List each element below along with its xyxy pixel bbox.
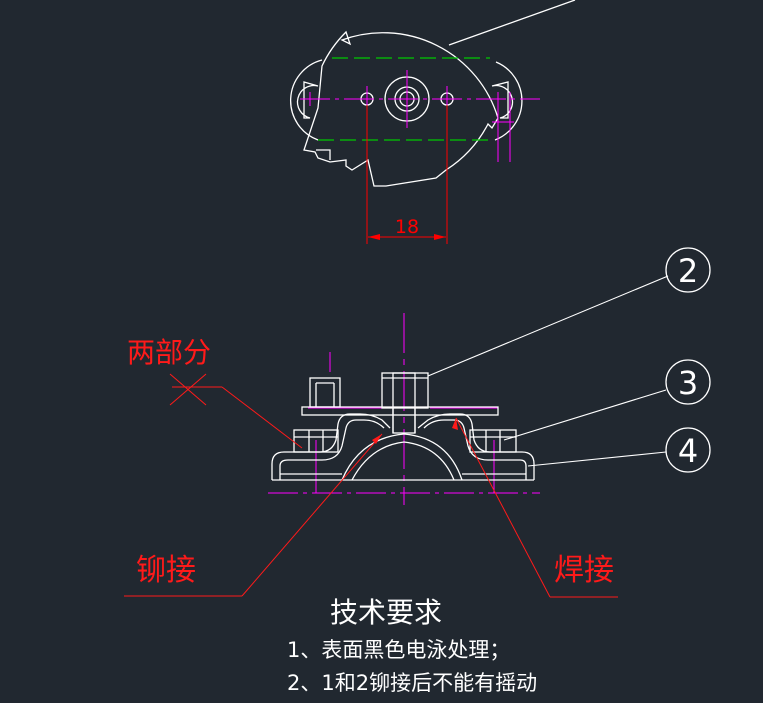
- annotation-arrows: [372, 418, 458, 444]
- arch-bracket-outer: [271, 413, 535, 480]
- balloon-3-label: 3: [678, 364, 698, 402]
- dimension-18: [366, 105, 448, 244]
- requirements-item-1: 1、表面黑色电泳处理；: [287, 638, 510, 662]
- left-ear-slot: [296, 81, 319, 119]
- hidden-lines: [318, 57, 492, 141]
- left-top-block: [309, 377, 341, 408]
- round-plate-outline: [303, 30, 499, 187]
- annotation-leaders: [124, 373, 618, 598]
- annotation-two-parts: 两部分: [127, 336, 211, 369]
- right-ear-slot: [491, 81, 514, 119]
- side-section: [271, 372, 535, 481]
- centerlines-top: [300, 70, 540, 162]
- balloon-3: [665, 359, 711, 405]
- left-step: [316, 149, 331, 160]
- centerlines-side: [268, 313, 540, 505]
- requirements-item-2: 2、1和2铆接后不能有摇动: [287, 671, 537, 695]
- top-view: [290, 0, 576, 187]
- balloons: [665, 247, 711, 473]
- top-view-leader: [448, 0, 576, 46]
- right-nut: [469, 429, 517, 453]
- left-nut: [293, 429, 339, 453]
- inner-arch-2: [351, 441, 455, 481]
- right-ear-outline: [494, 61, 523, 141]
- requirements-title: 技术要求: [330, 596, 442, 629]
- upper-plate: [301, 406, 499, 416]
- left-ear-outline: [290, 59, 323, 141]
- balloon-4-label: 4: [678, 432, 698, 470]
- balloon-leaders: [427, 275, 669, 467]
- rivet-hole: [392, 372, 416, 434]
- arch-bracket-inner: [279, 419, 527, 480]
- annotation-weld: 焊接: [554, 553, 614, 588]
- balloon-2-label: 2: [678, 252, 698, 290]
- dimension-value: 18: [395, 216, 419, 238]
- inner-arch: [341, 433, 463, 481]
- balloon-4: [665, 427, 711, 473]
- balloon-2: [665, 247, 711, 293]
- annotation-rivet: 铆接: [136, 553, 196, 588]
